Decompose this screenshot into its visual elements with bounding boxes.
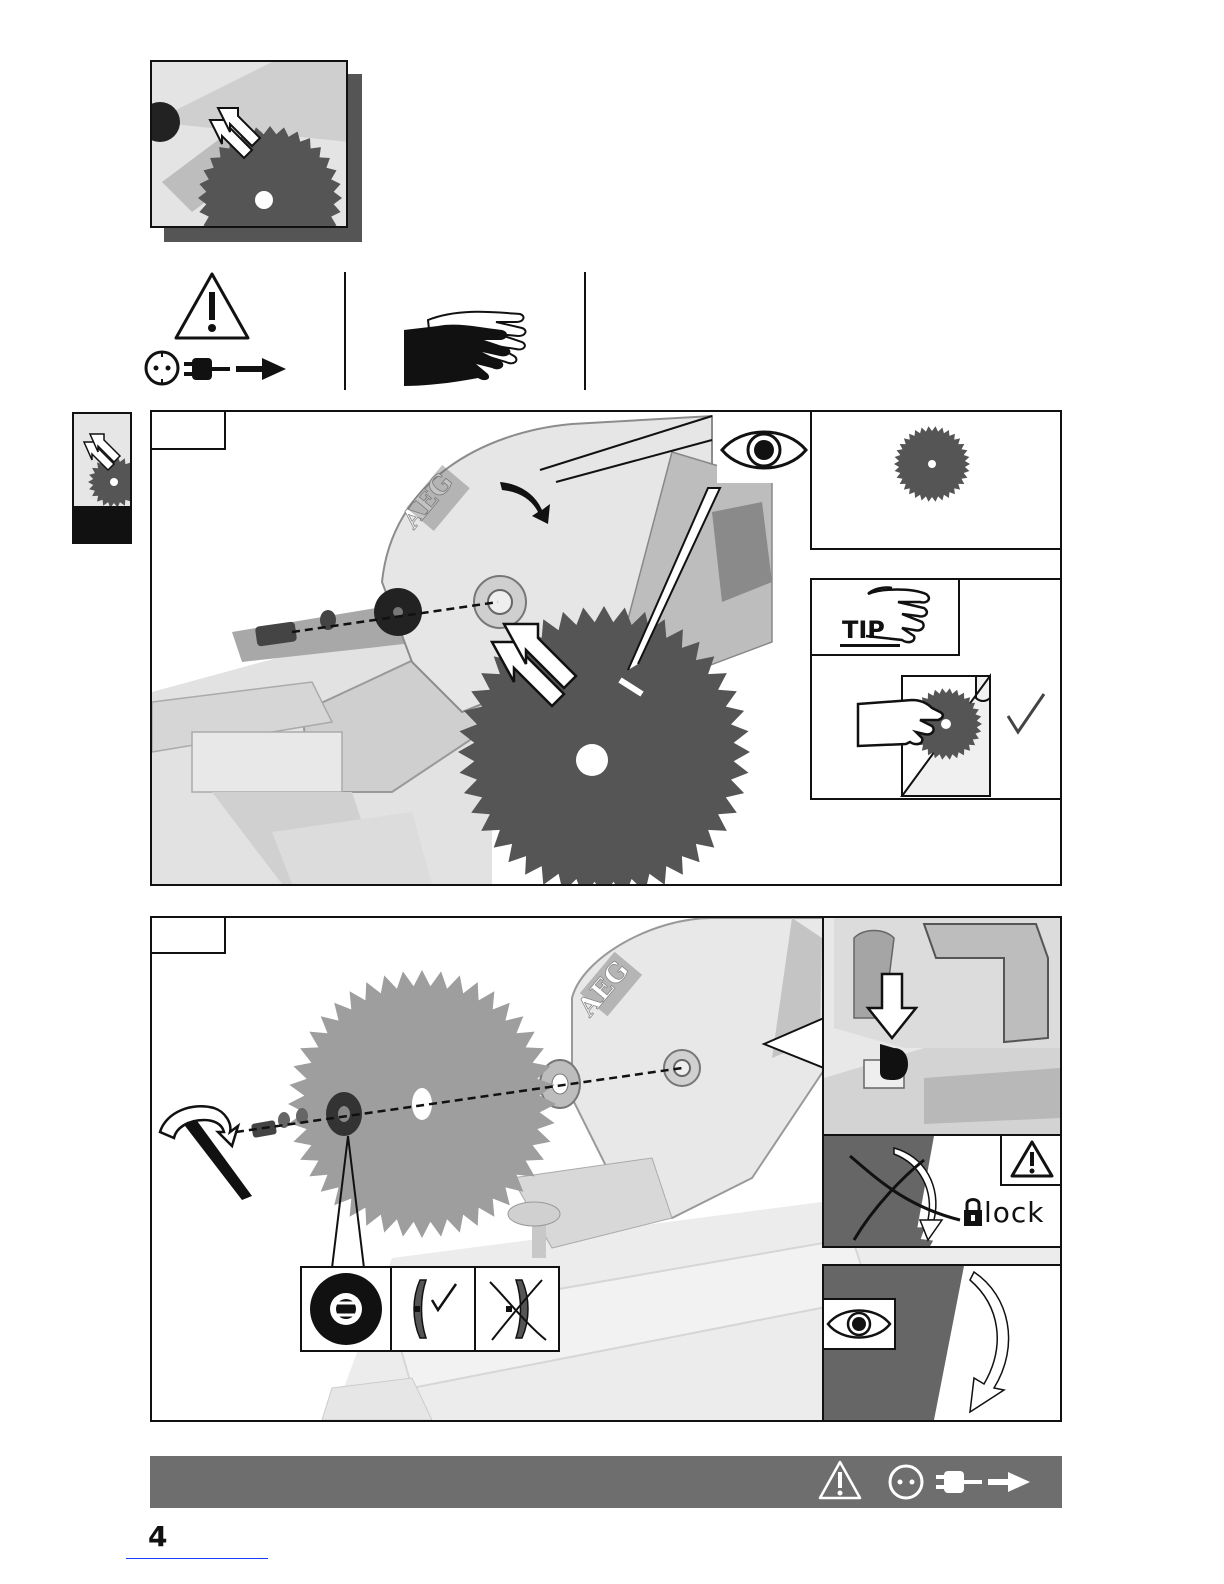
safety-pictograms [140,268,600,392]
allen-key-icon [172,1114,252,1200]
inset-blade-detail [810,410,1062,550]
footer-rule [126,1558,268,1559]
warning-unplug-pictogram [816,1456,1046,1508]
tab-illustration [74,414,132,508]
inset-blade-direction [822,1264,1062,1422]
warning-bar [150,1456,1062,1508]
saw-blade-icon [894,426,970,502]
gloves-icon [398,302,538,392]
flange-correct-orientation [390,1266,476,1352]
blade-removal-thumbnail [150,60,348,228]
unplug-icon [890,1466,1030,1498]
page-number: 4 [148,1520,167,1553]
warning-triangle-icon [1000,1134,1062,1186]
tip-panel: TIP [810,578,1062,800]
check-icon [1008,694,1044,732]
flange-icon [300,1266,392,1352]
warning-triangle-icon [176,274,248,338]
inset-lock-warning: lock [822,1134,1062,1248]
tab-marker [72,508,132,544]
inset-spindle-lock [822,916,1062,1138]
blade-handling-illustration [812,580,1060,798]
small-blade-illustration [812,412,1060,548]
divider [344,272,346,390]
flange-detail-strip [300,1266,560,1352]
figure-number-box [150,916,226,954]
eye-icon [822,1298,896,1350]
divider [584,272,586,390]
unplug-icon [146,352,286,384]
eye-icon [716,416,812,484]
thumbnail-illustration [152,62,348,228]
section-tab [72,412,132,544]
figure-number-box [150,410,226,450]
warning-unplug-pictogram [140,268,300,392]
warning-triangle-icon [820,1462,860,1498]
check-icon [432,1284,456,1310]
spindle-lock-illustration [824,918,1060,1136]
flange-incorrect-orientation [474,1266,560,1352]
lock-label: lock [984,1196,1045,1229]
